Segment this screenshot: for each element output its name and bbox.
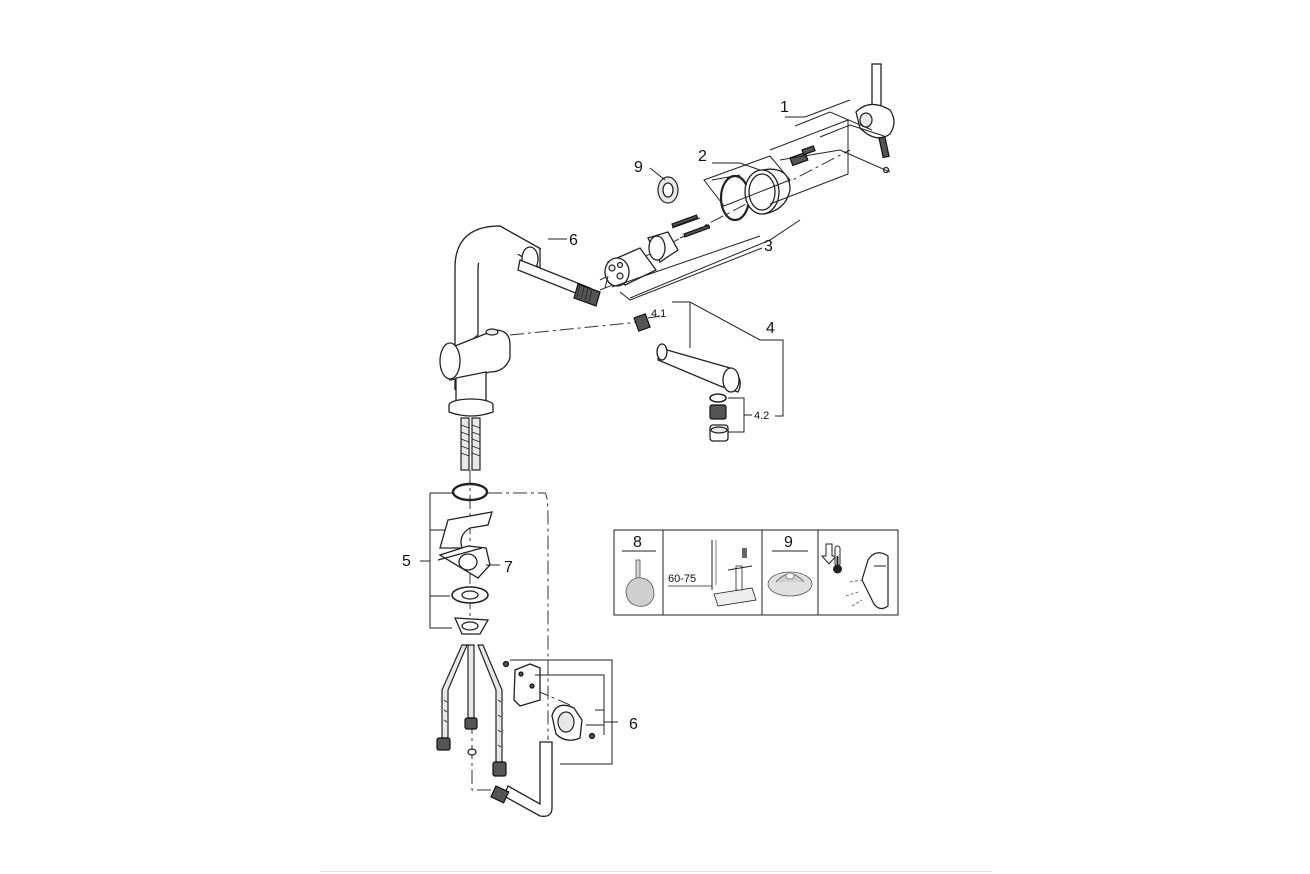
part-2-seals (719, 168, 791, 222)
callout-1: 1 (780, 99, 789, 116)
cold-arrow-icon (820, 543, 838, 565)
inset-info-table: 8 60-75 9 (613, 529, 899, 616)
inset-cell-dimension: 60-75 (668, 540, 757, 607)
callout-4: 4 (766, 320, 775, 337)
callout-3: 3 (764, 238, 773, 255)
cartridge-assembly (604, 214, 711, 287)
leader-lines (420, 99, 891, 765)
callout-7: 7 (504, 559, 513, 576)
callout-6-bottom: 6 (629, 716, 638, 733)
callout-5: 5 (402, 553, 411, 570)
inset-cell-8: 8 (622, 534, 656, 607)
faucet-body (439, 225, 601, 471)
inset-label-9: 9 (784, 534, 793, 551)
inset-label-8: 8 (633, 534, 642, 551)
part-9-ring (657, 176, 679, 204)
callout-2: 2 (698, 148, 707, 165)
callout-labels: 1 2 3 9 6 4.1 4 4.2 5 7 6 (402, 99, 789, 733)
pullout-hose-tail (490, 741, 553, 817)
part-6-weight (502, 660, 596, 741)
part-4-spray-head (633, 313, 741, 442)
callout-4-2: 4.2 (754, 410, 769, 422)
inset-dimension-label: 60-75 (668, 573, 696, 585)
inset-cell-9: 9 (767, 534, 813, 597)
thermometer-icon (833, 545, 842, 574)
footer-divider (320, 871, 992, 872)
callout-9: 9 (634, 159, 643, 176)
inset-cell-temperature (820, 543, 889, 610)
part-1-handle (789, 63, 895, 174)
part-5-mounting-kit (437, 482, 493, 635)
callout-6-top: 6 (569, 232, 578, 249)
callout-4-1: 4.1 (651, 308, 666, 320)
supply-hoses (436, 644, 507, 777)
